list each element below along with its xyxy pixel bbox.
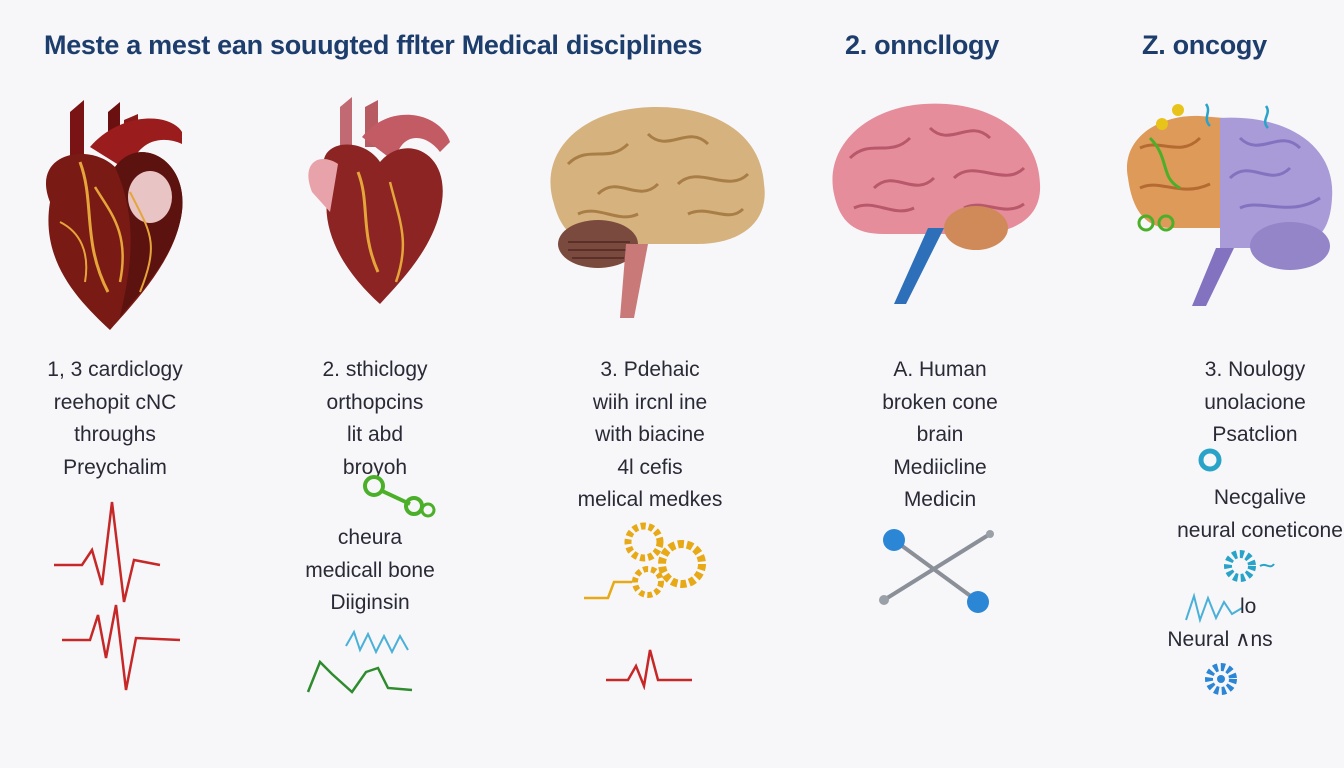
molecule-green-icon [363, 475, 436, 518]
caption-line: 3. Pdehaic [600, 358, 700, 381]
caption-line: lo [1240, 595, 1257, 618]
caption-line: Neural ∧ns [1167, 628, 1273, 651]
caption-line: 2. sthiclogy [322, 358, 428, 381]
column-title-oncology-2: Z. oncogy [1142, 30, 1267, 60]
caption-line: 3. Noulogy [1204, 358, 1306, 381]
blue-gear-icon [1224, 550, 1275, 582]
column-brain-tan: 3. Pdehaic wiih ircnl ine with biacine 4… [520, 0, 780, 768]
column-title-oncology: 2. onncllogy [845, 30, 999, 60]
caption-line: broyoh [342, 455, 408, 479]
caption-line: Necgalive [1213, 486, 1307, 509]
brain-tan-icon [550, 107, 765, 318]
caption-line: 1, 3 cardiclogy [47, 358, 183, 381]
caption-line: broken cone [882, 390, 998, 414]
caption-line: with biacine [595, 423, 705, 446]
column-brain-purple: 3. Noulogy unolacione Psatclion Necgaliv… [1080, 0, 1343, 768]
column-brain-pink: A. Human broken cone brain Mediicline Me… [800, 0, 1060, 768]
caption-line: Preychalim [63, 455, 167, 479]
caption-line: A. Human [893, 358, 987, 381]
ecg-waveform-icon [54, 501, 181, 691]
caption-line: cheura [337, 526, 403, 549]
caption-line: 4l cefis [617, 455, 683, 479]
molecule-blue-icon [879, 529, 994, 613]
caption-brain-pink: A. Human broken cone brain Mediicline Me… [810, 354, 1070, 517]
caption-line: Psatclion [1212, 423, 1298, 446]
column-heart: 2. sthiclogy orthopcins lit abd broyoh c… [260, 0, 520, 768]
brain-pink-icon [832, 103, 1041, 304]
column-cardiology: 1, 3 cardiclogy reehopit cNC throughs Pr… [0, 0, 260, 768]
brain-purple-icon [1126, 103, 1333, 306]
caption-heart: 2. sthiclogy orthopcins lit abd broyoh [260, 354, 490, 484]
caption-brain-tan: 3. Pdehaic wiih ircnl ine with biacine 4… [520, 354, 780, 517]
teal-ring-icon [1198, 448, 1222, 472]
caption-line: Diiginsin [330, 591, 410, 614]
caption-line: brain [916, 423, 964, 446]
molecule-green-small-icon [1137, 214, 1175, 232]
page-title: Meste a mest ean souugted fflter Medical… [44, 30, 703, 60]
caption-cardiology: 1, 3 cardiclogy reehopit cNC throughs Pr… [0, 354, 230, 484]
caption-brain-purple-b: Necgalive neural coneticone [1140, 482, 1344, 547]
caption-brain-purple: 3. Noulogy unolacione Psatclion [1160, 354, 1344, 452]
caption-line: reehopit cNC [53, 390, 177, 414]
caption-line: Medicin [903, 488, 977, 511]
neural-wave-icon [1185, 592, 1243, 624]
blue-gear-small-icon [1205, 663, 1237, 695]
gears-icon [584, 522, 706, 600]
caption-fragment: lo [1240, 591, 1280, 624]
caption-line: unolacione [1204, 390, 1306, 414]
caption-line: wiih ircnl ine [592, 390, 708, 414]
heart-illustration-icon [45, 100, 183, 330]
caption-line: Mediicline [893, 455, 987, 479]
caption-line: orthopcins [326, 390, 424, 414]
caption-line: medicall bone [305, 558, 435, 582]
caption-heart-b: cheura medicall bone Diiginsin [260, 522, 480, 620]
ecg-waveform-green-icon [306, 629, 413, 694]
caption-brain-purple-c: Neural ∧ns [1140, 624, 1300, 657]
caption-line: melical medkes [577, 488, 723, 511]
heart-icon [308, 97, 450, 304]
ecg-small-icon [606, 649, 692, 690]
caption-line: throughs [74, 423, 156, 446]
caption-line: lit abd [346, 423, 404, 446]
caption-line: neural coneticone [1177, 518, 1343, 542]
